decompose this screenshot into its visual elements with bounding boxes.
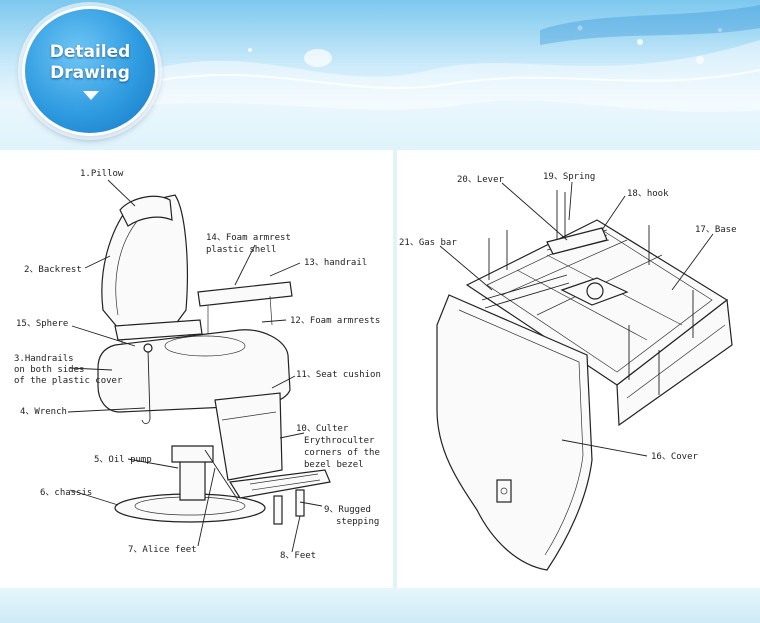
base-drawing: [436, 190, 733, 571]
label-cover: 16、Cover: [651, 452, 699, 462]
water-splash-graphic: [150, 5, 760, 113]
chair-diagram: 1.Pillow 2、Backrest 3.Handrails on both …: [14, 169, 381, 561]
badge-title-line1: Detailed: [49, 42, 131, 62]
label-foam-armrests: 12、Foam armrests: [290, 316, 380, 326]
label-sphere: 15、Sphere: [16, 319, 68, 329]
chair-part-labels: 1.Pillow 2、Backrest 3.Handrails on both …: [14, 169, 381, 561]
bottom-strip: [0, 588, 760, 623]
base-diagram: 20、Lever 19、Spring 18、hook 17、Base 21、Ga…: [399, 172, 737, 571]
label-pillow: 1.Pillow: [80, 169, 124, 179]
chair-drawing: [97, 194, 331, 525]
base-part-labels: 20、Lever 19、Spring 18、hook 17、Base 21、Ga…: [399, 172, 737, 462]
label-culter-line3: corners of the: [304, 448, 380, 458]
label-handrails-line2: on both sides: [14, 365, 84, 375]
label-culter-line2: Erythroculter: [304, 436, 375, 446]
base-diagram-panel: 20、Lever 19、Spring 18、hook 17、Base 21、Ga…: [397, 150, 760, 588]
label-feet: 8、Feet: [280, 551, 316, 561]
detailed-drawing-badge: Detailed Drawing: [22, 6, 158, 136]
water-banner: Detailed Drawing: [0, 0, 760, 148]
chair-leader-lines: [67, 179, 323, 553]
label-backrest: 2、Backrest: [24, 265, 82, 275]
label-foam-armrest-shell-line2: plastic shell: [206, 245, 276, 255]
chair-diagram-panel: 1.Pillow 2、Backrest 3.Handrails on both …: [0, 150, 393, 588]
label-culter-line1: 10、Culter: [296, 424, 349, 434]
label-wrench: 4、Wrench: [20, 407, 67, 417]
base-leader-lines: [439, 181, 714, 457]
chevron-down-icon: [83, 91, 99, 100]
label-rugged-stepping-line2: stepping: [336, 517, 379, 527]
label-lever: 20、Lever: [457, 175, 505, 185]
label-oil-pump: 5、Oil pump: [94, 455, 152, 465]
label-handrails-line3: of the plastic cover: [14, 376, 123, 386]
label-gas-bar: 21、Gas bar: [399, 238, 457, 248]
label-chassis: 6、chassis: [40, 488, 92, 498]
label-handrail: 13、handrail: [304, 258, 367, 268]
label-base: 17、Base: [695, 225, 737, 235]
label-culter-line4: bezel bezel: [304, 460, 364, 470]
label-rugged-stepping-line1: 9、Rugged: [324, 505, 371, 515]
label-seat-cushion: 11、Seat cushion: [296, 370, 381, 380]
label-handrails-line1: 3.Handrails: [14, 354, 74, 364]
label-alice-feet: 7、Alice feet: [128, 545, 197, 555]
label-foam-armrest-shell-line1: 14、Foam armrest: [206, 233, 291, 243]
label-spring: 19、Spring: [543, 172, 595, 182]
badge-title-line2: Drawing: [50, 63, 130, 83]
label-hook: 18、hook: [627, 189, 669, 199]
